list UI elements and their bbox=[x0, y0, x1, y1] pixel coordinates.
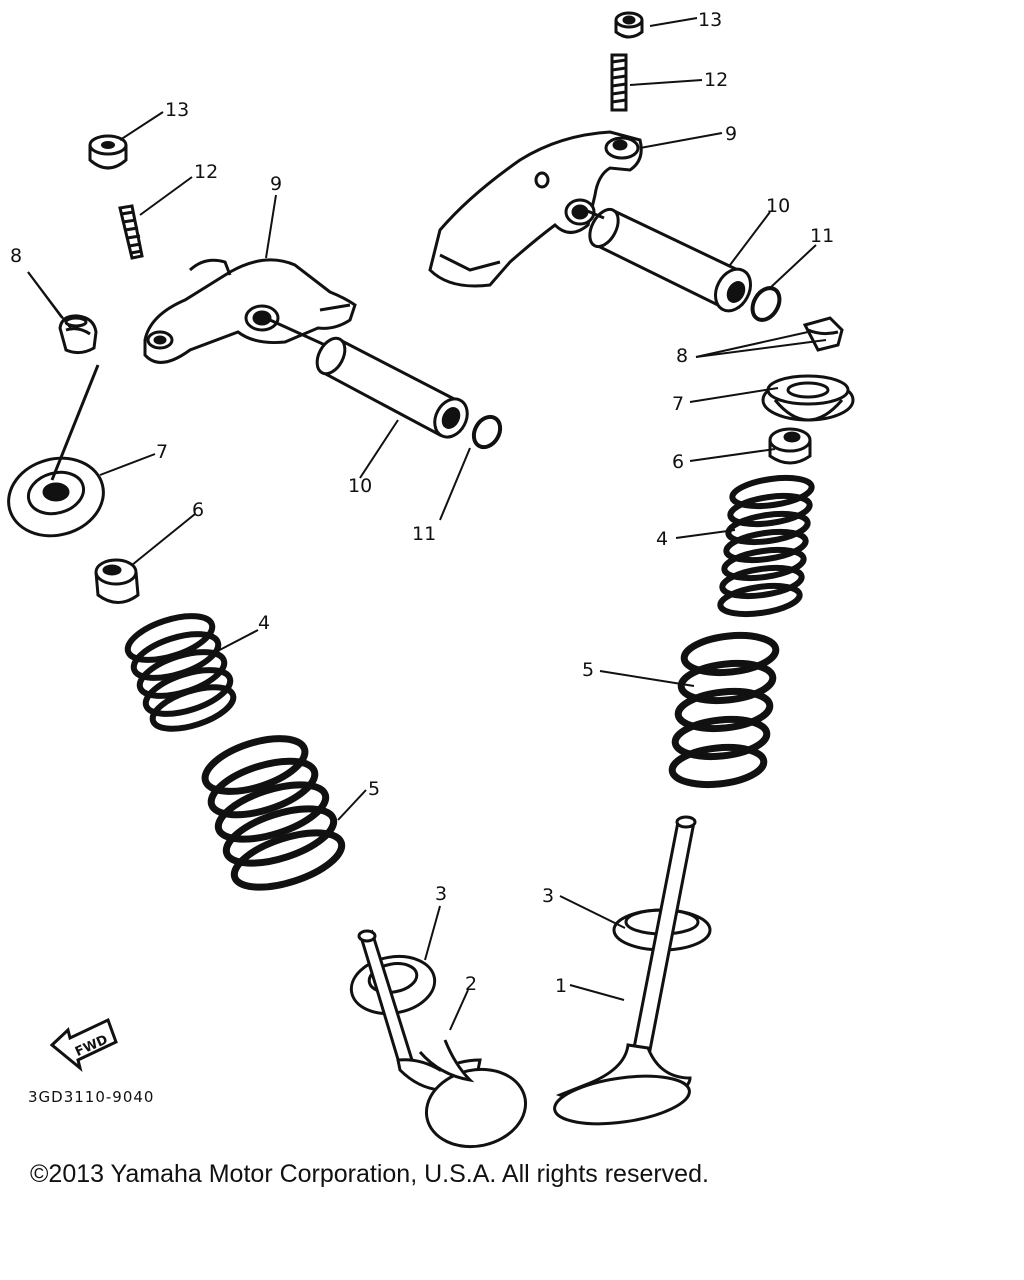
right-o-ring-11 bbox=[750, 286, 782, 322]
right-adjust-screw-12 bbox=[610, 53, 628, 112]
left-rocker-shaft-10 bbox=[269, 318, 469, 439]
callout-right-9: 9 bbox=[725, 123, 737, 145]
callout-left-2: 2 bbox=[465, 973, 477, 995]
right-nut-13 bbox=[614, 11, 644, 39]
left-outer-spring-5 bbox=[201, 735, 346, 891]
callout-right-11: 11 bbox=[810, 225, 834, 247]
callout-left-10: 10 bbox=[348, 475, 372, 497]
left-inner-spring-4 bbox=[124, 613, 237, 732]
right-spring-retainer-7 bbox=[761, 374, 855, 422]
right-valve-seal-6 bbox=[768, 427, 812, 465]
callout-left-11: 11 bbox=[412, 523, 436, 545]
callout-left-3: 3 bbox=[435, 883, 447, 905]
callout-left-4: 4 bbox=[258, 612, 270, 634]
callout-right-6: 6 bbox=[672, 451, 684, 473]
callout-right-12: 12 bbox=[704, 69, 728, 91]
callout-left-12: 12 bbox=[194, 161, 218, 183]
left-valve-seal-6 bbox=[94, 558, 140, 604]
copyright-notice: ©2013 Yamaha Motor Corporation, U.S.A. A… bbox=[30, 1160, 709, 1188]
left-valve-2 bbox=[357, 929, 528, 1149]
left-rocker-arm-9 bbox=[143, 258, 357, 364]
callout-left-8: 8 bbox=[10, 245, 22, 267]
fwd-arrow-icon: FWD bbox=[49, 1017, 118, 1073]
right-inner-spring-4 bbox=[717, 474, 815, 618]
right-valve-cotter-8 bbox=[802, 316, 844, 352]
callout-right-8: 8 bbox=[676, 345, 688, 367]
callout-left-13: 13 bbox=[165, 99, 189, 121]
left-spring-retainer-7 bbox=[7, 364, 105, 538]
callout-right-4: 4 bbox=[656, 528, 668, 550]
right-outer-spring-5 bbox=[668, 631, 780, 789]
callout-left-7: 7 bbox=[156, 441, 168, 463]
callout-right-10: 10 bbox=[766, 195, 790, 217]
left-nut-13 bbox=[88, 134, 128, 170]
callout-right-7: 7 bbox=[672, 393, 684, 415]
callout-right-5: 5 bbox=[582, 659, 594, 681]
callout-right-1: 1 bbox=[555, 975, 567, 997]
right-valve-1 bbox=[553, 815, 697, 1126]
left-adjust-screw-12 bbox=[118, 204, 144, 260]
leader-lines bbox=[27, 17, 827, 1031]
callout-right-13: 13 bbox=[698, 9, 722, 31]
diagram-part-code: 3GD3110-9040 bbox=[28, 1088, 154, 1106]
callout-left-6: 6 bbox=[192, 499, 204, 521]
callout-right-3: 3 bbox=[542, 885, 554, 907]
right-rocker-shaft-10 bbox=[584, 207, 753, 313]
callout-left-5: 5 bbox=[368, 778, 380, 800]
callout-left-9: 9 bbox=[270, 173, 282, 195]
left-o-ring-11 bbox=[471, 414, 503, 450]
